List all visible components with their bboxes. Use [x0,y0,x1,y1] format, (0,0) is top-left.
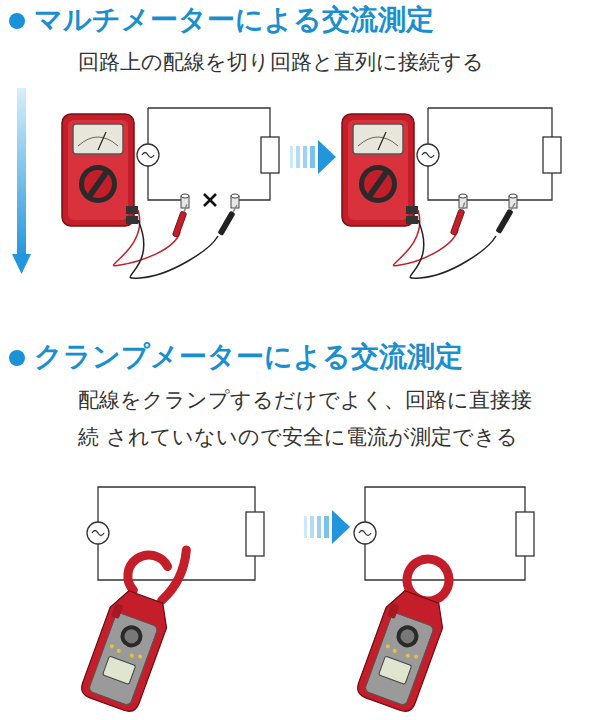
section-heading: クランプメーターによる交流測定 [34,339,574,375]
section-heading: マルチメーターによる交流測定 [34,2,554,38]
description-text: 配線をクランプするだけでよく、回路に直接接続 されていないので安全に電流が測定で… [78,382,550,456]
description-text: 回路上の配線を切り回路と直列に接続する [78,47,578,77]
